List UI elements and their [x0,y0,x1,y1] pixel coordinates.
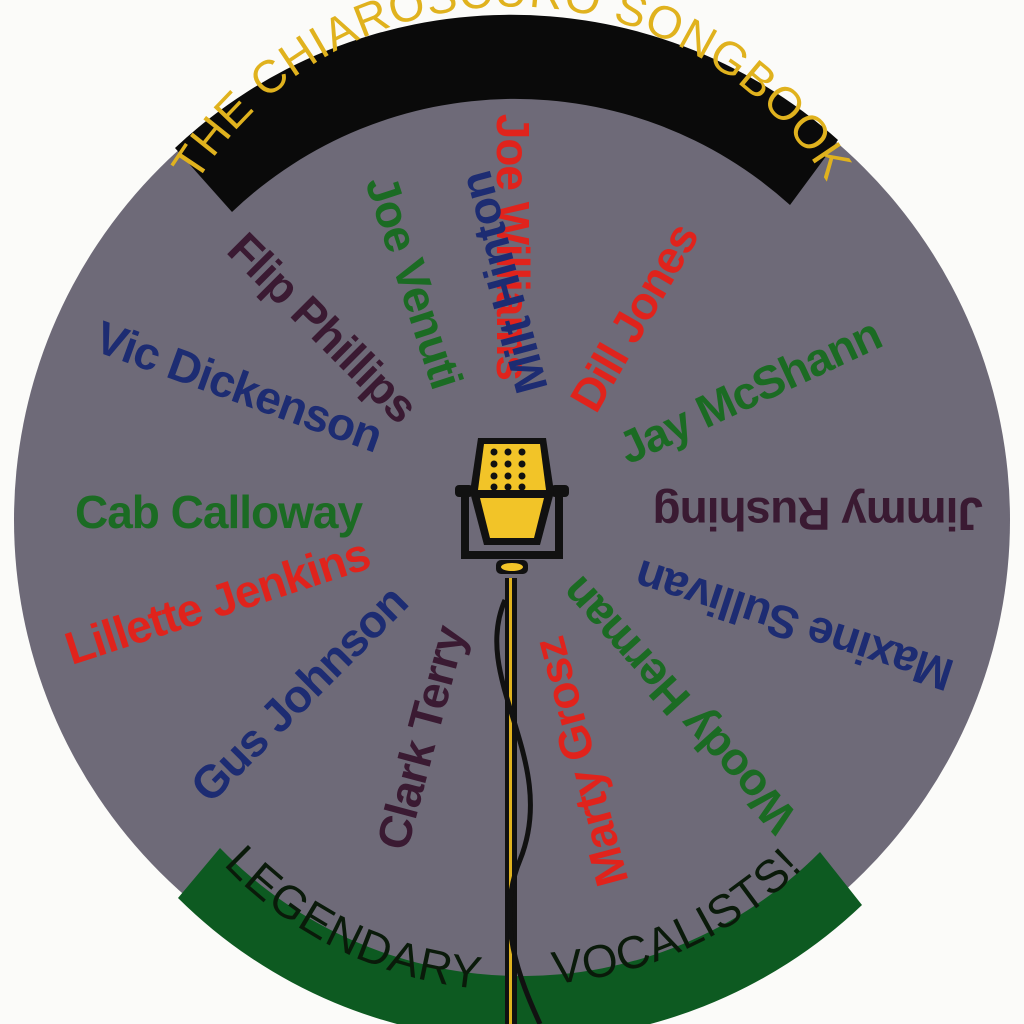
artist-joe-williams: Joe Williams [487,114,539,380]
artist-jimmy-rushing: Jimmy Rushing [653,488,983,540]
microphone-icon [455,438,569,574]
artist-cab-calloway: Cab Calloway [75,486,364,538]
title-banner [175,14,838,213]
microphone-stand [494,578,543,1024]
subtitle-banner [178,848,862,1024]
